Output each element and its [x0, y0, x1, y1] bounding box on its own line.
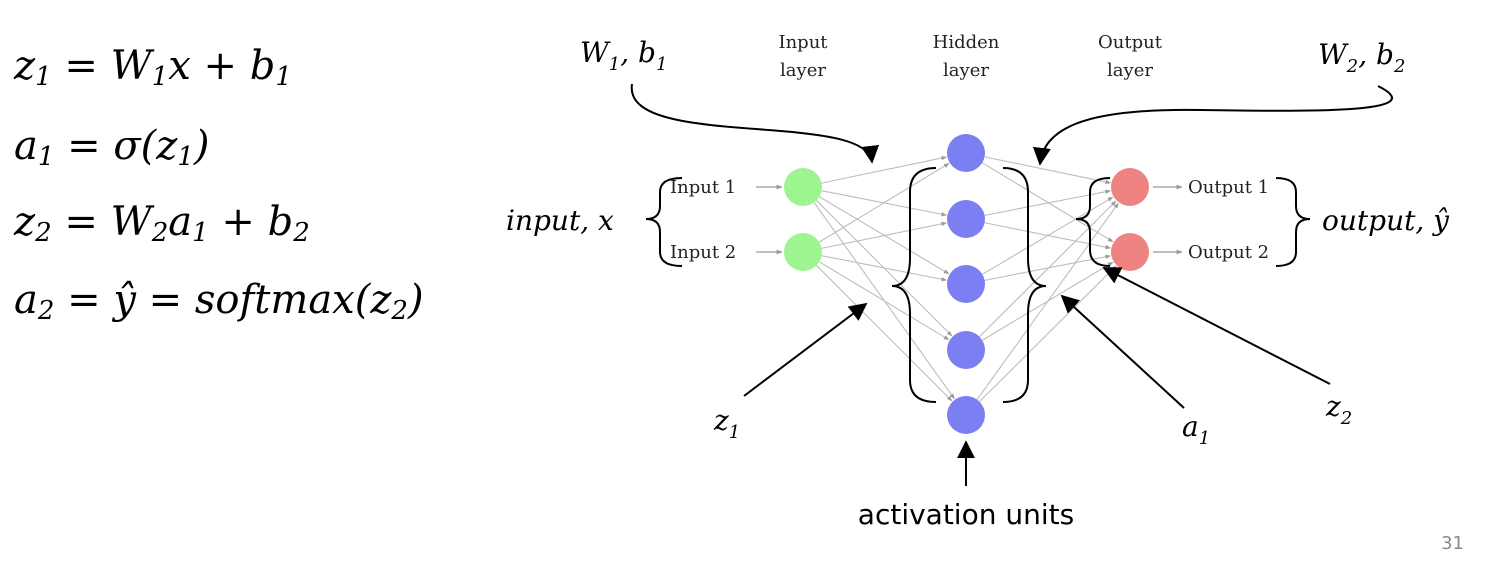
input-label-1: Input 1 [670, 177, 736, 198]
a1-label: a1 [1182, 410, 1210, 449]
edge-input2-hidden3 [821, 255, 947, 282]
output-nodes [1111, 168, 1149, 271]
edge-hidden4-output1 [979, 200, 1117, 337]
input-node-1 [784, 168, 822, 206]
output-label-1: Output 1 [1188, 177, 1269, 198]
edge-hidden3-output2 [984, 254, 1111, 281]
output-label-2: Output 2 [1188, 242, 1269, 263]
hidden-node-4 [947, 331, 985, 369]
equation-z2: z2 = W2a1 + b2 [14, 199, 310, 248]
edge-hidden5-output1 [976, 202, 1119, 400]
z1-label: z1 [713, 404, 740, 443]
z2-brace [1075, 177, 1111, 267]
edge-hidden1-output1 [984, 156, 1111, 185]
output-layer-heading-line1: Output [1098, 32, 1163, 53]
edge-hidden1-output2 [981, 162, 1114, 243]
edge-hidden5-output2 [979, 265, 1117, 402]
equation-a2: a2 = ŷ = softmax(z2) [14, 277, 424, 326]
input-nodes [784, 168, 822, 271]
label-arrows [756, 184, 1183, 255]
input-brace [645, 177, 683, 267]
equation-z1: z1 = W1x + b1 [14, 43, 292, 92]
network-edges [813, 155, 1119, 402]
output-brace [1275, 177, 1311, 267]
z1-brace [891, 167, 937, 403]
w1-b1-label: W1, b1 [580, 36, 667, 75]
node-labels: Input 1 Input 2 Output 1 Output 2 [670, 177, 1269, 263]
input-label-2: Input 2 [670, 242, 736, 263]
annotation-labels: W1, b1 W2, b2 input, x output, ŷ z1 a1 z… [506, 36, 1450, 449]
output-layer-heading-line2: layer [1107, 60, 1153, 81]
z1-arrow [743, 302, 868, 397]
input-layer-heading-line2: layer [780, 60, 826, 81]
z2-arrow [1102, 267, 1331, 385]
edge-input2-hidden1 [818, 162, 950, 243]
layer-headings: Input layer Hidden layer Output layer [778, 32, 1162, 81]
edge-input2-hidden4 [819, 261, 950, 341]
a1-arrow [1060, 294, 1185, 409]
equation-a1: a1 = σ(z1) [14, 123, 210, 172]
hidden-layer-heading-line2: layer [943, 60, 989, 81]
equations-block: z1 = W1x + b1 a1 = σ(z1) z2 = W2a1 + b2 … [14, 36, 514, 336]
activation-units-label: activation units [858, 498, 1074, 531]
edge-hidden2-output1 [984, 189, 1111, 216]
hidden-layer-heading-line1: Hidden [933, 32, 1000, 53]
edge-input1-hidden1 [821, 155, 947, 184]
hidden-node-3 [947, 265, 985, 303]
page-number: 31 [1441, 533, 1464, 554]
input-x-label: input, x [506, 204, 614, 237]
z2-label: z2 [1325, 390, 1352, 429]
output-node-1 [1111, 168, 1149, 206]
w2-arrow [1032, 85, 1393, 166]
braces [645, 167, 1311, 403]
edge-hidden3-output1 [982, 196, 1114, 275]
input-layer-heading-line1: Input [778, 32, 828, 53]
input-node-2 [784, 233, 822, 271]
hidden-node-1 [947, 134, 985, 172]
w1-arrow [630, 83, 880, 164]
output-yhat-label: output, ŷ [1322, 204, 1450, 237]
hidden-nodes [947, 134, 985, 434]
a1-brace [1002, 167, 1047, 403]
output-node-2 [1111, 233, 1149, 271]
edge-input2-hidden5 [816, 265, 953, 402]
annotation-arrows [630, 83, 1393, 486]
edge-input2-hidden2 [821, 221, 947, 249]
w2-b2-label: W2, b2 [1318, 38, 1405, 77]
hidden-node-5 [947, 396, 985, 434]
hidden-node-2 [947, 200, 985, 238]
